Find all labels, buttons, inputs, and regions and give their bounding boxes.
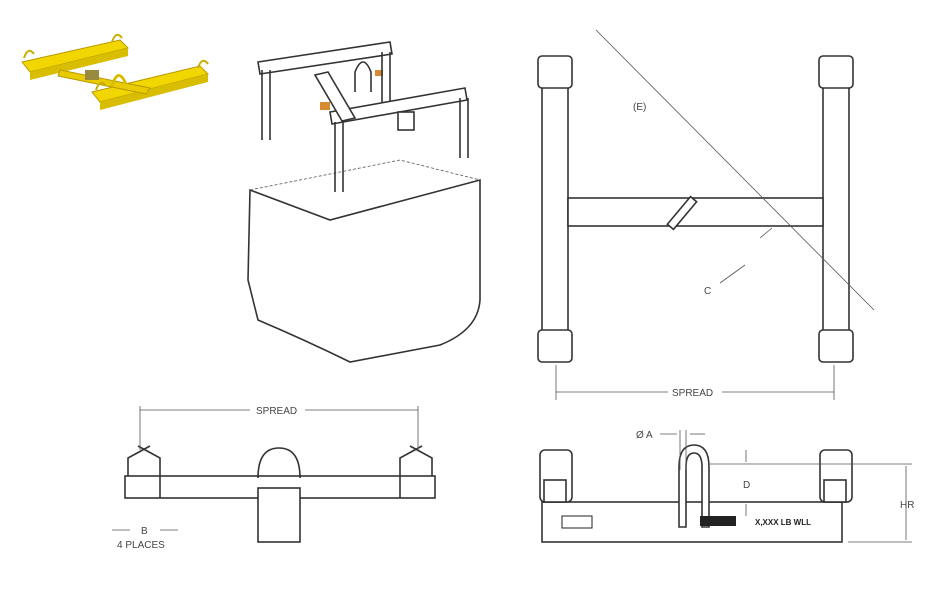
- top-spread-label: SPREAD: [672, 388, 713, 399]
- top-view: [537, 29, 875, 400]
- diameter-a-label: Ø A: [636, 430, 653, 441]
- bag-isometric-view: [247, 41, 481, 363]
- side-view: [112, 406, 436, 543]
- four-places-note: 4 PLACES: [117, 540, 165, 551]
- dimension-d-label: D: [743, 480, 750, 491]
- wll-label: X,XXX LB WLL: [755, 518, 811, 527]
- diagonal-e-label: (E): [633, 102, 646, 113]
- front-view: [539, 430, 912, 543]
- dimension-c-label: C: [704, 286, 711, 297]
- product-render: [21, 33, 209, 110]
- side-spread-label: SPREAD: [256, 406, 297, 417]
- dimension-hr-label: HR: [900, 500, 914, 511]
- dimension-b-label: B: [141, 526, 148, 537]
